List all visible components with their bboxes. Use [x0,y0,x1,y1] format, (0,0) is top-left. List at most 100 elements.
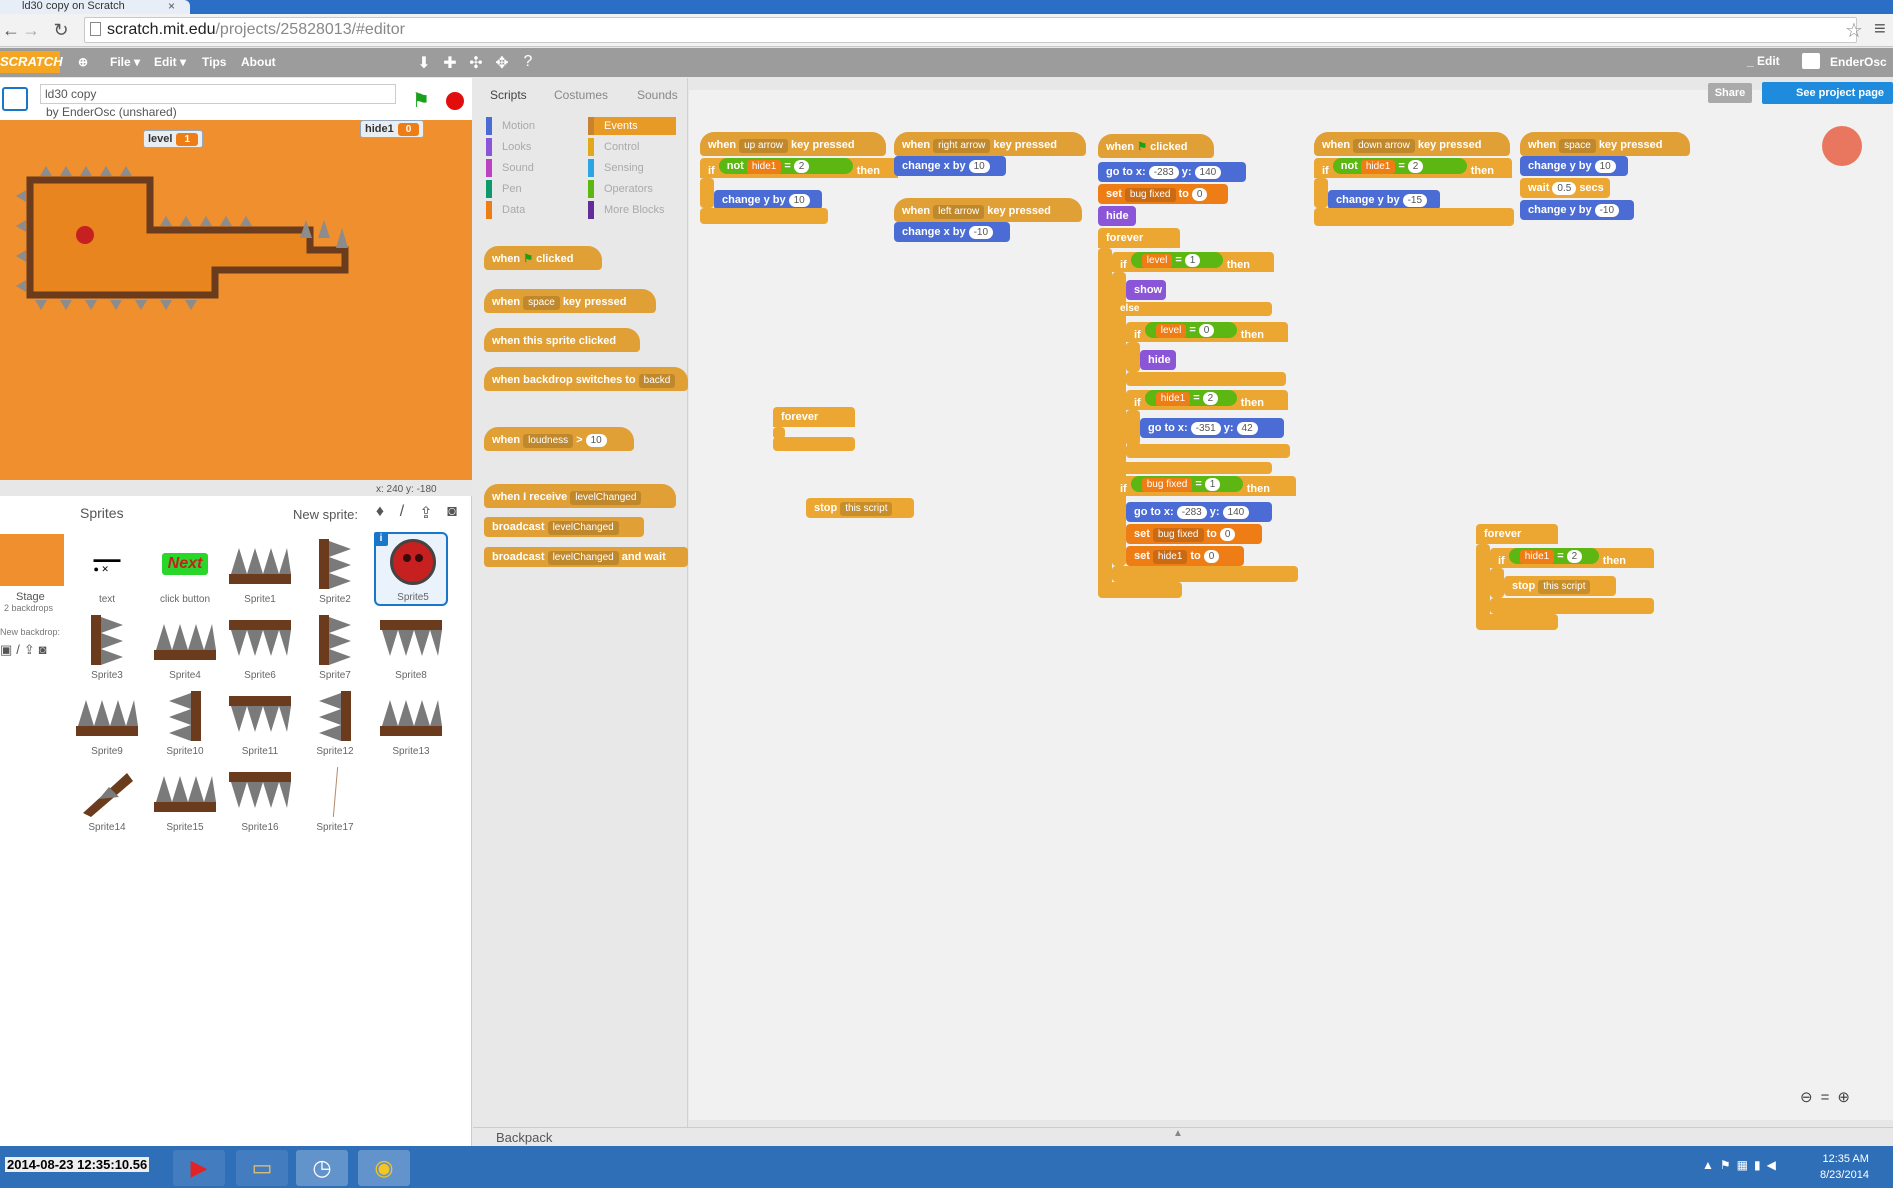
presentation-mode-icon[interactable] [2,87,28,111]
sprite-tile[interactable]: Sprite3 [70,612,144,686]
choose-sprite-icon[interactable]: ♦ [375,503,385,520]
value-slot[interactable]: 0 [1191,188,1208,201]
zoom-in-icon[interactable]: ⊕ [1837,1089,1858,1106]
value-slot[interactable]: 10 [788,194,810,207]
value-slot[interactable]: 2 [1407,160,1424,173]
stop-icon[interactable] [446,92,464,110]
sprite-tile[interactable]: Sprite10 [148,688,222,762]
file-menu[interactable]: File ▾ [110,55,141,69]
category-motion[interactable]: Motion [486,117,574,135]
stop-option-dropdown[interactable]: this script [1538,580,1591,594]
equals-operator[interactable]: level=0 [1144,322,1237,338]
variable-reporter[interactable]: level [1141,254,1173,268]
variable-dropdown[interactable]: hide1 [1152,550,1188,564]
sprite-tile[interactable]: Sprite2 [298,536,372,610]
value-slot[interactable]: 42 [1236,422,1258,435]
value-slot[interactable]: 1 [1204,478,1221,491]
backdrop-tools-icon[interactable]: ▣/⇪◙ [0,642,51,657]
sprite-tile[interactable]: Sprite1 [223,536,297,610]
message-dropdown[interactable]: levelChanged [547,551,619,565]
browser-tab[interactable]: ld30 copy on Scratch [0,0,190,14]
value-slot[interactable]: 2 [793,160,810,173]
change-x-block[interactable]: change x by-10 [894,222,1010,242]
chrome-taskbar-icon[interactable]: ◉ [358,1150,410,1186]
browser-menu-icon[interactable]: ≡ [1874,18,1886,40]
clock-app-taskbar-icon[interactable]: ◷ [296,1150,348,1186]
tab-close-icon[interactable]: × [168,0,176,13]
value-slot[interactable]: 0 [1219,528,1236,541]
key-dropdown[interactable]: space [523,296,560,310]
youtube-taskbar-icon[interactable]: ▶ [173,1150,225,1186]
value-slot[interactable]: 2 [1202,392,1219,405]
palette-when-sprite-clicked[interactable]: when this sprite clicked [484,328,640,352]
sprite-tile[interactable]: Sprite9 [70,688,144,762]
message-dropdown[interactable]: levelChanged [570,491,642,505]
shrink-icon[interactable]: ✥ [495,55,509,72]
change-y-block[interactable]: change y by-10 [1520,200,1634,220]
value-slot[interactable]: -10 [968,226,994,239]
username[interactable]: EnderOsc [1830,55,1887,69]
about-menu[interactable]: About [241,55,276,69]
address-bar[interactable]: scratch.mit.edu/projects/25828013/#edito… [84,17,1857,43]
value-slot[interactable]: -351 [1190,422,1221,435]
value-slot[interactable]: 140 [1222,506,1250,519]
project-title-input[interactable]: ld30 copy [40,84,396,104]
backdrop-dropdown[interactable]: backd [638,374,676,388]
value-slot[interactable]: -283 [1176,506,1207,519]
upload-sprite-icon[interactable]: ⇪ [419,505,433,522]
forward-icon[interactable]: → [22,20,40,40]
bookmark-star-icon[interactable]: ☆ [1845,20,1863,42]
equals-operator[interactable]: hide1=2 [1144,390,1237,406]
sprite-tile[interactable]: ▬▬▬● ✕text [70,536,144,610]
value-slot[interactable]: 0 [1198,324,1215,337]
duplicate-icon[interactable]: ⬇ [417,55,431,72]
tips-menu[interactable]: Tips [202,55,227,69]
value-slot[interactable]: 10 [968,160,990,173]
variable-reporter[interactable]: hide1 [1155,392,1191,406]
category-operators[interactable]: Operators [588,180,676,198]
sprite-tile[interactable]: Sprite14 [70,764,144,838]
backpack-label[interactable]: Backpack [496,1130,553,1145]
zoom-controls[interactable]: ⊖=⊕ [1800,1088,1858,1106]
value-slot[interactable]: -15 [1402,194,1428,207]
paint-sprite-icon[interactable]: / [399,503,405,520]
sprite-tile[interactable]: Sprite7 [298,612,372,686]
tab-scripts[interactable]: Scripts [490,88,527,102]
script-when-flag-clicked[interactable]: when ⚑ clicked [1098,134,1214,158]
forever-block[interactable]: forever [1098,228,1180,248]
value-slot[interactable]: 0 [1203,550,1220,563]
variable-dropdown[interactable]: bug fixed [1152,528,1204,542]
change-y-block[interactable]: change y by-15 [1328,190,1440,210]
loose-forever-block[interactable]: forever [773,407,855,427]
show-block[interactable]: show [1126,280,1166,300]
key-dropdown[interactable]: down arrow [1353,139,1415,153]
variable-reporter[interactable]: level [1155,324,1187,338]
key-dropdown[interactable]: up arrow [739,139,789,153]
sensor-dropdown[interactable]: loudness [523,434,574,448]
category-events[interactable]: Events [588,117,676,135]
stage-thumbnail[interactable] [0,534,64,586]
scripts-area[interactable] [689,90,1893,1120]
